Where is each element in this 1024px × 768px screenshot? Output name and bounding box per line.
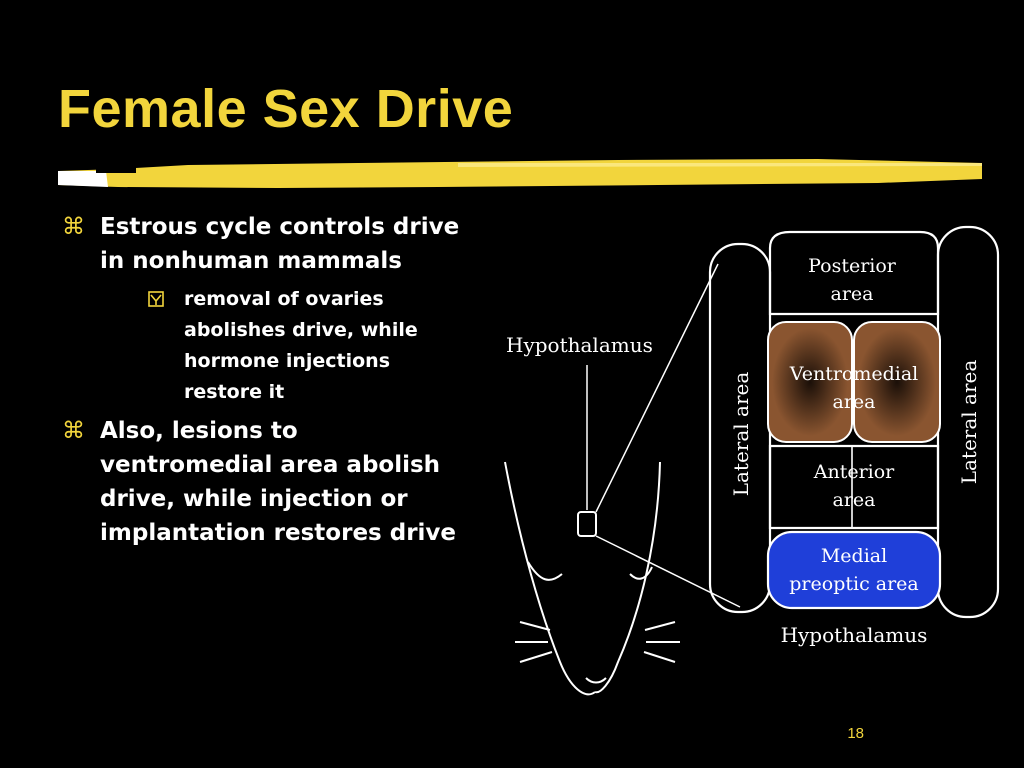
- zoom-line-bottom: [595, 535, 741, 608]
- bullet-item: ⌘ Also, lesions to ventromedial area abo…: [62, 414, 462, 550]
- page-number: 18: [847, 725, 864, 742]
- bullet-list: ⌘ Estrous cycle controls drive in nonhum…: [62, 210, 462, 550]
- callout-label: Hypothalamus: [506, 333, 653, 357]
- medial-preoptic-area-label: Medial: [821, 545, 887, 567]
- bullet-text: Also, lesions to ventromedial area aboli…: [100, 418, 457, 546]
- posterior-area: [768, 230, 940, 316]
- slide-title: Female Sex Drive: [58, 79, 514, 139]
- bullet-text: Estrous cycle controls drive in nonhuman…: [100, 214, 460, 274]
- bullet-item: ⌘ Estrous cycle controls drive in nonhum…: [62, 210, 462, 408]
- medial-preoptic-area-label-2: preoptic area: [789, 573, 918, 595]
- rat-head-outline: [504, 461, 680, 696]
- ventromedial-area-left: [767, 321, 853, 443]
- ventromedial-area-label: Ventromedial: [789, 363, 919, 385]
- title-underline: [58, 159, 982, 188]
- anterior-area: [768, 444, 940, 530]
- hypothalamus-marker: [577, 511, 597, 537]
- command-key-icon: ⌘: [62, 418, 85, 444]
- zoom-line-top: [595, 263, 719, 513]
- diagram-caption: Hypothalamus: [781, 623, 928, 647]
- checkbox-icon: [148, 291, 164, 307]
- ventromedial-area-right: [853, 321, 941, 443]
- posterior-area-label: Posterior: [808, 255, 897, 277]
- posterior-area-label-2: area: [831, 283, 874, 305]
- medial-preoptic-area: [766, 530, 942, 610]
- anterior-area-label-2: area: [833, 489, 876, 511]
- anterior-area-label: Anterior: [813, 461, 895, 483]
- command-key-icon: ⌘: [62, 214, 85, 240]
- sub-bullet-text: removal of ovaries abolishes drive, whil…: [184, 288, 418, 403]
- ventromedial-area-label-2: area: [833, 391, 876, 413]
- lateral-area-left-label: Lateral area: [729, 372, 753, 497]
- hypothalamus-diagram: Hypothalamus Lateral area Lateral area P…: [504, 225, 1000, 696]
- sub-bullet-item: removal of ovaries abolishes drive, whil…: [138, 284, 462, 408]
- lateral-area-right-label: Lateral area: [957, 360, 981, 485]
- sub-bullet-list: removal of ovaries abolishes drive, whil…: [100, 284, 462, 408]
